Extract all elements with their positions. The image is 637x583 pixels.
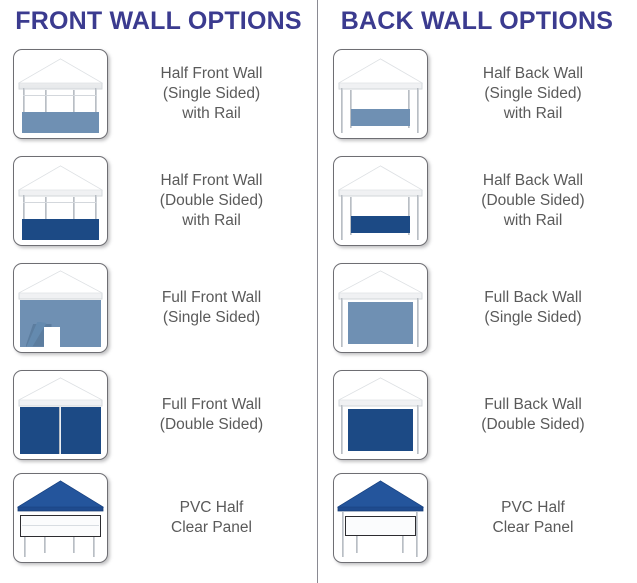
option-row[interactable]: Half Back Wall (Double Sided) with Rail	[317, 147, 637, 254]
option-label-line: PVC Half	[179, 498, 244, 516]
option-label-line: with Rail	[503, 104, 563, 122]
option-row[interactable]: Half Front Wall (Single Sided) with Rail	[0, 40, 317, 147]
option-row[interactable]: Half Back Wall (Single Sided) with Rail	[317, 40, 637, 147]
tent-pvc-half-clear-panel-front-icon	[12, 472, 108, 563]
option-label-line: with Rail	[182, 104, 241, 122]
option-label: Full Back Wall (Double Sided)	[443, 395, 637, 435]
thumbnail-cell	[0, 48, 120, 139]
option-row[interactable]: Full Back Wall (Double Sided)	[317, 361, 637, 468]
option-row[interactable]: PVC Half Clear Panel	[0, 468, 317, 567]
option-label: PVC Half Clear Panel	[443, 498, 637, 538]
option-label-line: PVC Half	[501, 498, 565, 516]
front-wall-option-list: Half Front Wall (Single Sided) with Rail	[0, 40, 317, 583]
thumbnail-cell	[0, 472, 120, 563]
option-label-line: with Rail	[503, 211, 563, 229]
option-row[interactable]: PVC Half Clear Panel	[317, 468, 637, 567]
option-row[interactable]: Half Front Wall (Double Sided) with Rail	[0, 147, 317, 254]
option-label-line: (Single Sided)	[162, 308, 261, 326]
front-wall-column: FRONT WALL OPTIONS	[0, 0, 317, 583]
thumbnail-cell	[317, 262, 443, 353]
tent-full-front-wall-single-sided-icon	[12, 262, 108, 353]
option-label-line: (Double Sided)	[481, 191, 585, 209]
option-label-line: Clear Panel	[171, 518, 252, 536]
tent-half-front-wall-double-sided-icon	[12, 155, 108, 246]
option-label-line: Half Back Wall	[482, 171, 584, 189]
option-label-line: Clear Panel	[492, 518, 574, 536]
option-label: Full Front Wall (Single Sided)	[120, 288, 317, 328]
tent-half-back-wall-double-sided-icon	[332, 155, 428, 246]
thumbnail-cell	[317, 369, 443, 460]
tent-full-front-wall-double-sided-icon	[12, 369, 108, 460]
tent-pvc-half-clear-panel-back-icon	[332, 472, 428, 563]
thumbnail-cell	[317, 48, 443, 139]
option-label-line: (Single Sided)	[484, 84, 582, 102]
option-label: Half Back Wall (Single Sided) with Rail	[443, 64, 637, 124]
option-label-line: with Rail	[182, 211, 241, 229]
option-row[interactable]: Full Back Wall (Single Sided)	[317, 254, 637, 361]
tent-full-back-wall-double-sided-icon	[332, 369, 428, 460]
back-wall-column: BACK WALL OPTIONS	[317, 0, 637, 583]
option-label: Full Back Wall (Single Sided)	[443, 288, 637, 328]
option-label: Half Front Wall (Single Sided) with Rail	[120, 64, 317, 124]
option-label-line: Full Front Wall	[161, 288, 262, 306]
option-label: Full Front Wall (Double Sided)	[120, 395, 317, 435]
option-label-line: Full Back Wall	[484, 395, 582, 413]
option-label-line: Full Back Wall	[484, 288, 582, 306]
thumbnail-cell	[0, 262, 120, 353]
option-label: Half Back Wall (Double Sided) with Rail	[443, 171, 637, 231]
option-label-line: Full Front Wall	[161, 395, 262, 413]
tent-full-back-wall-single-sided-icon	[332, 262, 428, 353]
option-label-line: (Double Sided)	[481, 415, 585, 433]
option-label-line: Half Front Wall	[160, 171, 263, 189]
option-label-line: (Double Sided)	[159, 191, 264, 209]
option-label-line: Half Front Wall	[160, 64, 263, 82]
option-label: Half Front Wall (Double Sided) with Rail	[120, 171, 317, 231]
thumbnail-cell	[0, 155, 120, 246]
thumbnail-cell	[0, 369, 120, 460]
front-wall-column-title: FRONT WALL OPTIONS	[15, 7, 302, 35]
option-label-line: Half Back Wall	[482, 64, 584, 82]
option-label-line: (Single Sided)	[484, 308, 582, 326]
back-wall-column-title: BACK WALL OPTIONS	[340, 7, 614, 35]
option-label-line: (Double Sided)	[159, 415, 264, 433]
option-row[interactable]: Full Front Wall (Double Sided)	[0, 361, 317, 468]
option-label: PVC Half Clear Panel	[120, 498, 317, 538]
thumbnail-cell	[317, 472, 443, 563]
tent-half-front-wall-single-sided-icon	[12, 48, 108, 139]
column-divider	[317, 0, 318, 583]
back-wall-option-list: Half Back Wall (Single Sided) with Rail	[317, 40, 637, 583]
option-row[interactable]: Full Front Wall (Single Sided)	[0, 254, 317, 361]
option-label-line: (Single Sided)	[162, 84, 261, 102]
thumbnail-cell	[317, 155, 443, 246]
tent-half-back-wall-single-sided-icon	[332, 48, 428, 139]
